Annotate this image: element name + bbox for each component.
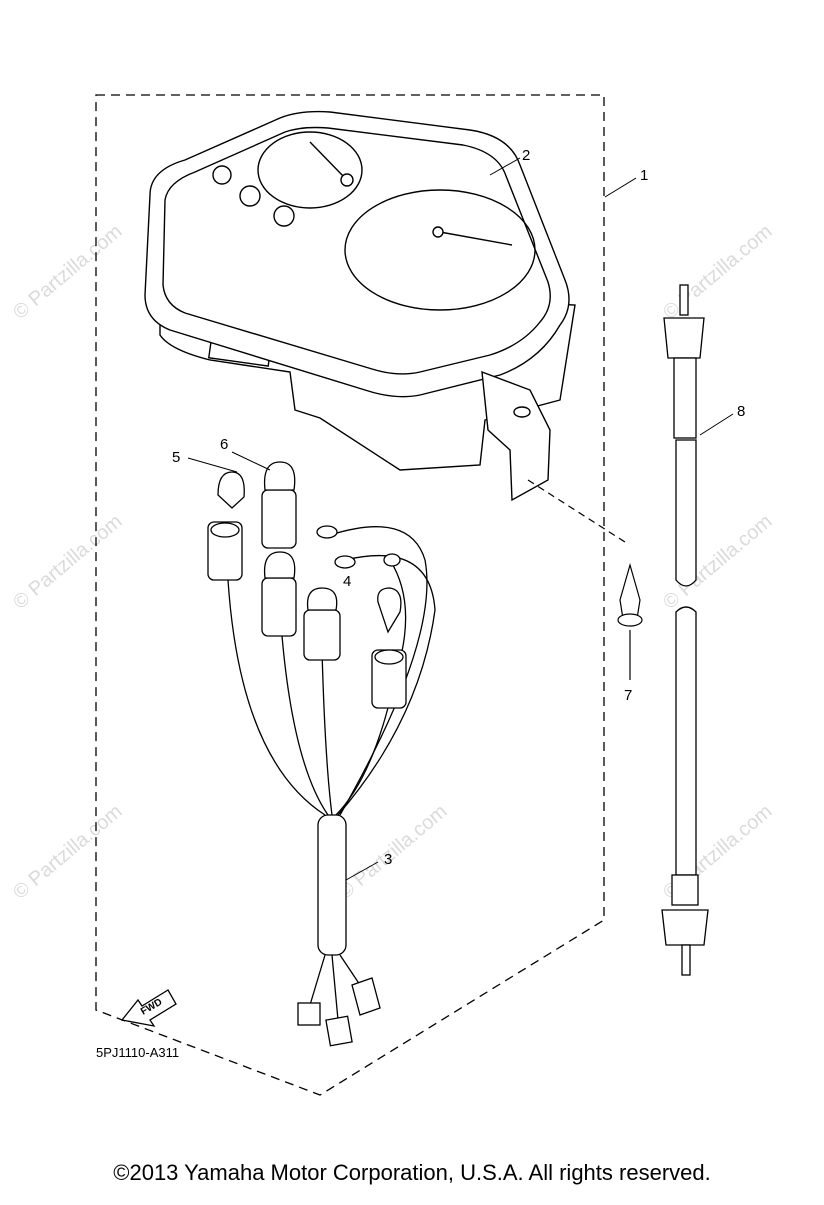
meter-housing — [144, 110, 576, 502]
mounting-line — [527, 479, 626, 543]
watermark: © Partzilla.com — [659, 220, 776, 323]
copyright-notice: ©2013 Yamaha Motor Corporation, U.S.A. A… — [113, 1160, 711, 1185]
callout-5: 5 — [172, 449, 181, 466]
assembly-boundary — [95, 94, 605, 1096]
fwd-arrow-icon: FWD — [120, 989, 177, 1027]
speedometer-cable — [661, 284, 709, 976]
sockets-and-bulbs — [207, 461, 407, 709]
watermark: © Partzilla.com — [334, 800, 451, 903]
callout-1: 1 — [640, 167, 649, 184]
watermark: © Partzilla.com — [9, 800, 126, 903]
watermark: © Partzilla.com — [9, 510, 126, 613]
screw — [617, 562, 643, 680]
diagram-code: 5PJ1110-A311 — [96, 1045, 180, 1060]
callout-4: 4 — [343, 573, 352, 590]
callout-6: 6 — [220, 436, 229, 453]
leader-lines — [187, 157, 734, 881]
watermark: © Partzilla.com — [9, 220, 126, 323]
wire-harness — [227, 525, 436, 1047]
callout-7: 7 — [624, 687, 633, 704]
callout-2: 2 — [522, 147, 531, 164]
callout-3: 3 — [384, 851, 393, 868]
callout-8: 8 — [737, 403, 746, 420]
